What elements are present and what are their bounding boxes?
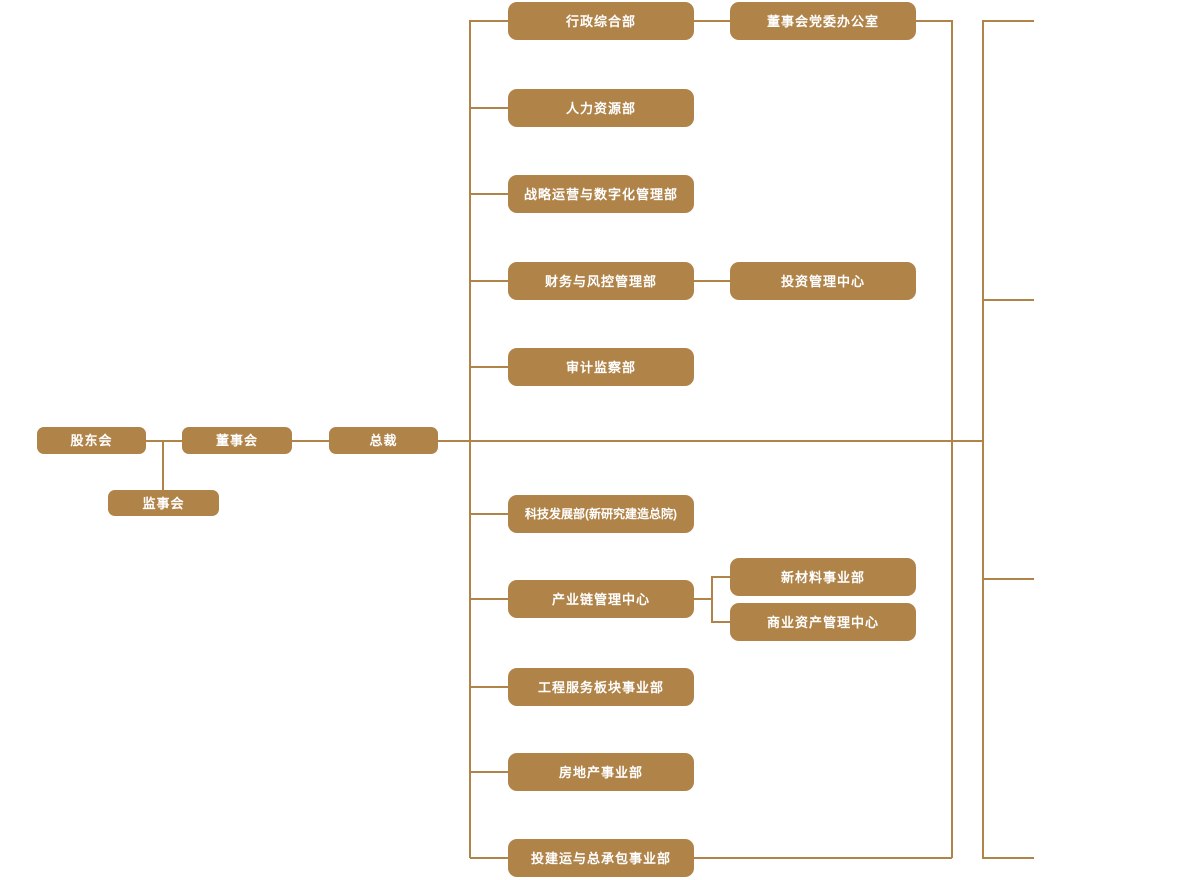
connector-president-main	[438, 440, 983, 442]
org-node-supervisory-board: 监事会	[108, 490, 219, 516]
connector-row-audit	[470, 366, 508, 368]
org-node-hr-dept: 人力资源部	[508, 89, 694, 127]
connector-right-spine-inner	[951, 20, 953, 858]
connector-row-tech	[470, 513, 508, 515]
org-node-board-of-directors: 董事会	[182, 427, 292, 454]
connector-right-tick-4	[982, 857, 1034, 859]
org-node-admin-general-dept: 行政综合部	[508, 2, 694, 40]
connector-finance-investment-center	[694, 280, 730, 282]
org-node-new-materials-division: 新材料事业部	[730, 558, 916, 596]
org-node-strategy-digital-dept: 战略运营与数字化管理部	[508, 175, 694, 213]
org-node-investment-construction-division: 投建运与总承包事业部	[508, 839, 694, 877]
org-node-industry-chain-center: 产业链管理中心	[508, 580, 694, 618]
connector-row-admin	[470, 20, 508, 22]
connector-right-spine-outer	[982, 20, 984, 858]
org-node-tech-development-dept: 科技发展部(新研究建造总院)	[508, 495, 694, 533]
org-node-finance-risk-dept: 财务与风控管理部	[508, 262, 694, 300]
connector-bottom-right-spine	[694, 857, 952, 859]
org-node-investment-management-center: 投资管理中心	[730, 262, 916, 300]
connector-row-industry-chain	[470, 598, 508, 600]
connector-admin-party-office	[694, 20, 730, 22]
connector-industry-chain-bracket-stem	[694, 598, 712, 600]
org-node-real-estate-division: 房地产事业部	[508, 753, 694, 791]
connector-trunk-vertical	[469, 20, 471, 858]
connector-party-office-right-spine	[916, 20, 952, 22]
connector-right-tick-3	[982, 578, 1034, 580]
connector-right-tick-1	[982, 20, 1034, 22]
connector-row-finance	[470, 280, 508, 282]
connector-right-tick-2	[982, 299, 1034, 301]
connector-row-investment-construction	[470, 857, 508, 859]
connector-bracket-commercial-assets	[712, 621, 730, 623]
connector-row-strategy	[470, 193, 508, 195]
connector-industry-chain-bracket-vertical	[711, 576, 713, 623]
org-node-commercial-assets-center: 商业资产管理中心	[730, 603, 916, 641]
connector-row-engineering	[470, 686, 508, 688]
connector-row-hr	[470, 107, 508, 109]
connector-bracket-new-materials	[712, 576, 730, 578]
connector-row-real-estate	[470, 771, 508, 773]
connector-shareholders-board	[146, 440, 182, 442]
org-node-shareholders-meeting: 股东会	[37, 427, 146, 454]
org-node-board-party-office: 董事会党委办公室	[730, 2, 916, 40]
org-node-audit-supervision-dept: 审计监察部	[508, 348, 694, 386]
org-node-president: 总裁	[329, 427, 438, 454]
connector-supervisory-drop	[162, 441, 164, 491]
org-node-engineering-services-division: 工程服务板块事业部	[508, 668, 694, 706]
connector-board-president	[292, 440, 329, 442]
